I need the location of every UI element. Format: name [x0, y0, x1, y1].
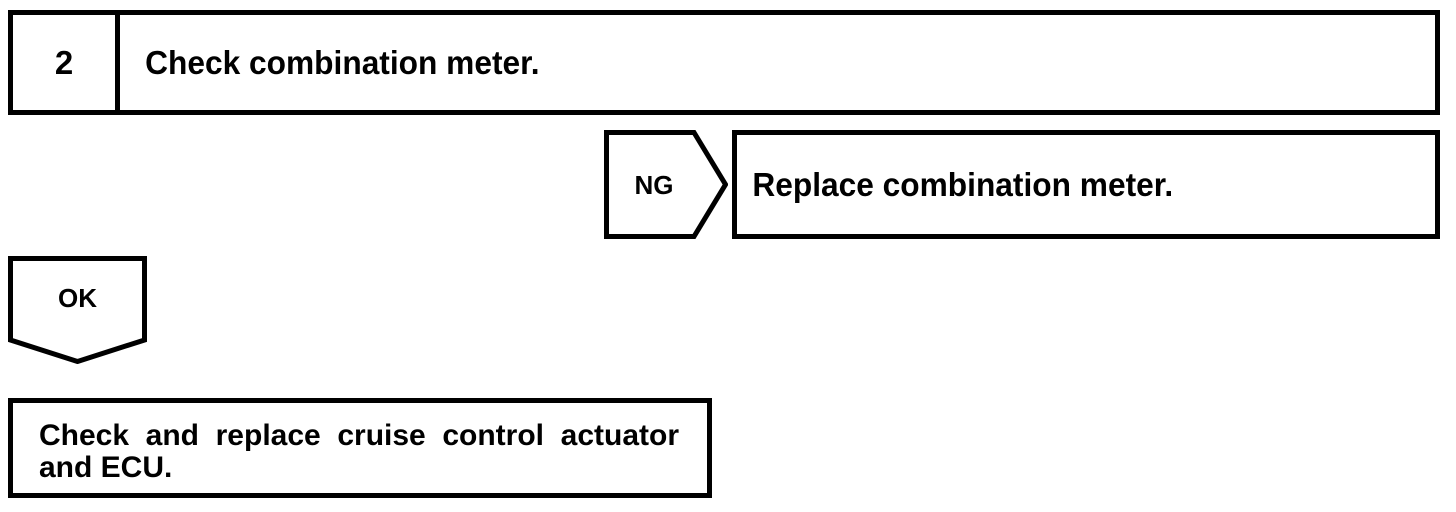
step-number-cell: 2 [13, 15, 120, 110]
step-box: 2 Check combination meter. [8, 10, 1440, 115]
ng-branch-arrow: NG [604, 130, 728, 239]
final-action-text: Check and replace cruise control actuato… [39, 420, 679, 484]
step-number: 2 [54, 44, 74, 81]
step-instruction-text: Check combination meter. [145, 44, 540, 81]
step-instruction-cell: Check combination meter. [125, 15, 1435, 110]
ok-arrow-shape [8, 256, 147, 364]
replace-action-text: Replace combination meter. [752, 166, 1174, 203]
final-action-line-1: Check and replace cruise control actuato… [39, 419, 679, 452]
final-action-line-2: and ECU. [39, 451, 173, 484]
ok-branch-arrow: OK [8, 256, 147, 364]
ng-arrow-shape [604, 130, 728, 239]
replace-action-box: Replace combination meter. [732, 130, 1440, 239]
final-action-box: Check and replace cruise control actuato… [8, 398, 712, 498]
